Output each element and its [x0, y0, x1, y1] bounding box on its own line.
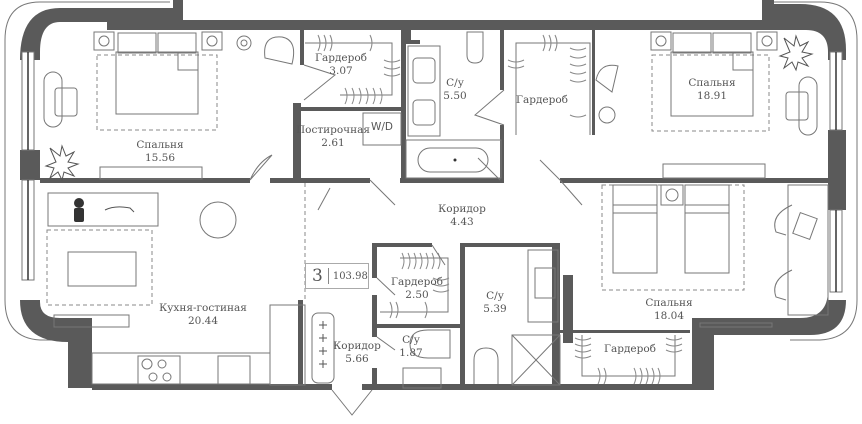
room-area: 5.50: [443, 90, 467, 102]
room-label-corridor-1: Коридор 4.43: [438, 203, 486, 229]
room-area: 3.07: [329, 65, 353, 77]
room-area: 20.44: [187, 315, 219, 327]
room-label-bedroom-1: Спальня 15.56: [136, 139, 183, 165]
room-area: 1.87: [399, 347, 423, 359]
room-label-wardrobe-1: Гардероб 3.07: [315, 52, 367, 78]
washer-dryer-label: W/D: [371, 121, 393, 134]
room-area: 18.91: [696, 90, 728, 102]
exterior-walls: [20, 0, 846, 390]
room-label-wardrobe-2: Гардероб: [516, 94, 568, 107]
room-area: 2.50: [405, 289, 429, 301]
room-label-bathroom-2: С/у 5.39: [483, 290, 506, 316]
room-name: Спальня: [645, 297, 693, 309]
room-label-bedroom-3: Спальня 18.04: [645, 297, 692, 323]
interior-walls: [40, 30, 828, 388]
room-area: 18.04: [653, 310, 685, 322]
apartment-badge: 3 103.98: [305, 263, 369, 289]
room-area: 2.61: [321, 137, 345, 149]
room-label-bathroom-1: С/у 5.50: [443, 77, 466, 103]
room-area: 15.56: [144, 152, 176, 164]
room-label-bathroom-3: С/у 1.87: [399, 334, 422, 360]
room-area: 4.43: [450, 216, 474, 228]
room-label-bedroom-2: Спальня 18.91: [688, 77, 735, 103]
room-label-laundry: Постирочная 2.61: [296, 124, 370, 150]
room-area: 5.66: [345, 353, 369, 365]
room-name: С/у: [446, 77, 464, 89]
room-name: Гардероб: [315, 52, 367, 64]
dog-icon: [104, 206, 135, 213]
room-label-wardrobe-3: Гардероб 2.50: [391, 276, 443, 302]
room-label-wardrobe-4: Гардероб: [604, 343, 656, 356]
room-name: Гардероб: [391, 276, 443, 288]
room-name: Спальня: [136, 139, 184, 151]
balcony-outline-left: [4, 1, 170, 341]
appliance-label: W/D: [370, 121, 394, 133]
room-name: Кухня-гостиная: [159, 302, 247, 314]
room-label-corridor-2: Коридор 5.66: [333, 340, 381, 366]
room-name: Коридор: [333, 340, 381, 352]
room-name: С/у: [402, 334, 420, 346]
room-label-kitchen-living: Кухня-гостиная 20.44: [159, 302, 247, 328]
room-name: Гардероб: [516, 94, 568, 106]
room-name: Постирочная: [295, 124, 371, 136]
rooms-count: 3: [306, 268, 329, 285]
room-name: Спальня: [688, 77, 736, 89]
room-name: Гардероб: [604, 343, 656, 355]
room-area: 5.39: [483, 303, 507, 315]
room-name: С/у: [486, 290, 504, 302]
room-name: Коридор: [438, 203, 486, 215]
balcony-outline-right: [770, 1, 858, 341]
total-area: 103.98: [332, 270, 368, 282]
